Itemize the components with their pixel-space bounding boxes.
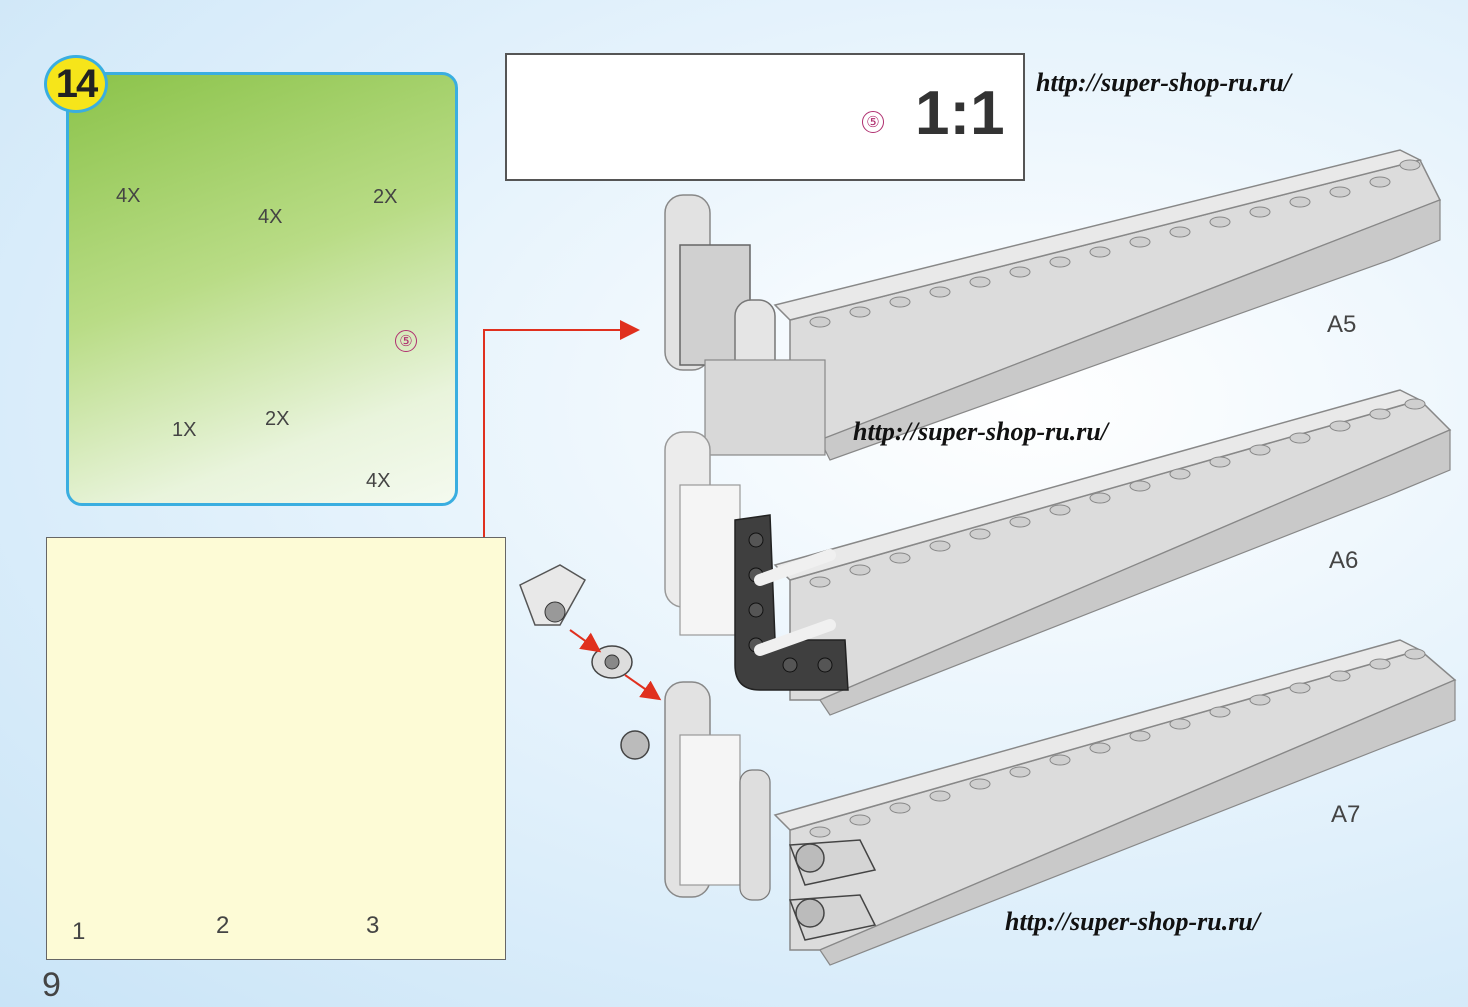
loose-parts xyxy=(519,564,662,701)
watermark-url: http://super-shop-ru.ru/ xyxy=(1005,907,1261,936)
part-callout-axle: ⑤ xyxy=(395,330,417,352)
part-qty-bush: 4X xyxy=(116,185,141,207)
assembly-a5 xyxy=(664,149,1442,461)
assembly-a7 xyxy=(620,639,1457,966)
substep-number-2: 2 xyxy=(216,912,230,939)
model-label-a6: A6 xyxy=(1329,547,1359,574)
watermark-url: http://super-shop-ru.ru/ xyxy=(853,417,1109,446)
part-qty-l-beam: 1X xyxy=(172,419,197,441)
substep-number-1: 1 xyxy=(72,918,86,945)
step-number-badge: 14 xyxy=(44,55,108,113)
model-label-a7: A7 xyxy=(1331,801,1361,828)
part-qty-link-beam: 2X xyxy=(265,408,290,430)
substeps-box xyxy=(46,537,506,960)
assembly-a6 xyxy=(664,389,1452,716)
scale-callout: ⑤ xyxy=(862,111,884,133)
part-qty-angle-connector: 4X xyxy=(258,206,283,228)
page-number: 9 xyxy=(42,966,61,1004)
scale-label: 1:1 xyxy=(915,79,1005,148)
scale-reference-box xyxy=(505,53,1025,181)
connector-arrow xyxy=(483,320,640,537)
substep-number-3: 3 xyxy=(366,912,380,939)
model-label-a5: A5 xyxy=(1327,311,1357,338)
watermark-url: http://super-shop-ru.ru/ xyxy=(1036,68,1292,97)
parts-list-box xyxy=(66,72,458,506)
part-qty-pin: 2X xyxy=(373,186,398,208)
part-qty-axle: 4X xyxy=(366,470,391,492)
